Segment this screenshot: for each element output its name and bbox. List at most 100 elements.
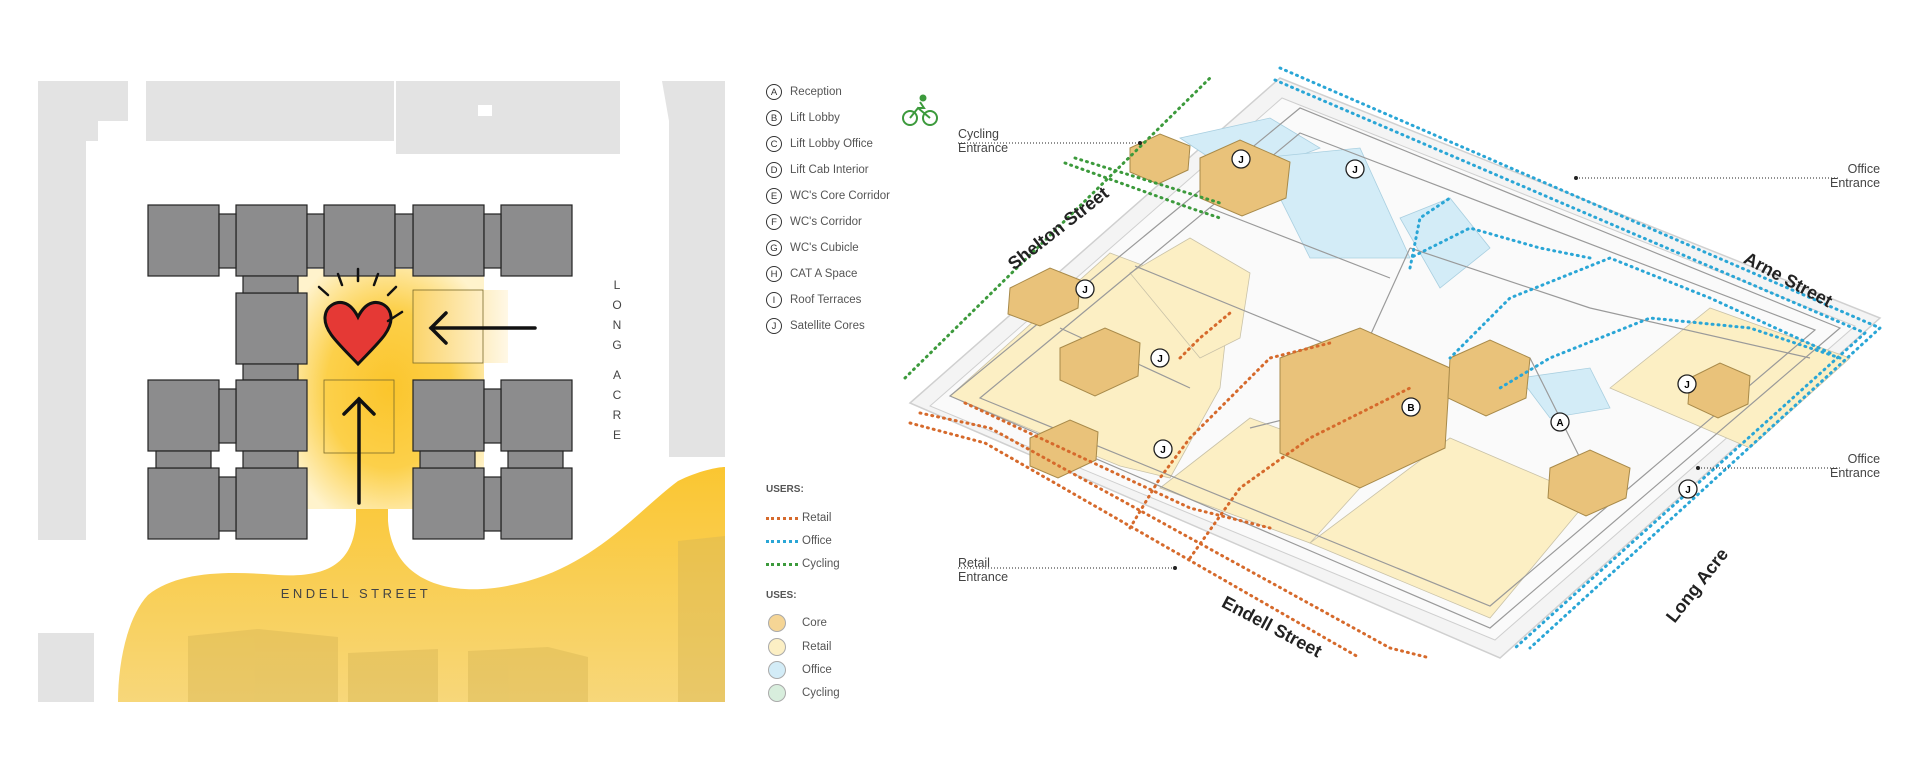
key-item-e: E WC's Core Corridor	[766, 186, 890, 206]
uses-label: Core	[802, 617, 827, 629]
context-buildings	[38, 81, 725, 702]
key-label: Reception	[790, 86, 842, 98]
key-item-b: B Lift Lobby	[766, 108, 840, 128]
office-routes	[1273, 66, 1883, 650]
core-swatch	[768, 614, 786, 632]
bicycle-icon	[902, 94, 938, 126]
key-label: Satellite Cores	[790, 320, 865, 332]
key-label: WC's Core Corridor	[790, 190, 890, 202]
street-shadow-buildings	[188, 536, 725, 702]
marker-j: J	[1678, 479, 1698, 499]
key-item-d: D Lift Cab Interior	[766, 160, 869, 180]
retail-route-swatch	[766, 516, 798, 520]
office-route-swatch	[766, 539, 798, 543]
uses-item-retail: Retail	[766, 636, 831, 658]
marker-j: J	[1153, 439, 1173, 459]
endell-street-area	[118, 451, 725, 702]
key-item-c: C Lift Lobby Office	[766, 134, 873, 154]
marker-j: J	[1677, 374, 1697, 394]
svg-text:A: A	[613, 368, 621, 382]
key-label: Roof Terraces	[790, 294, 862, 306]
key-badge: J	[766, 318, 782, 334]
users-label: Cycling	[802, 558, 840, 570]
uses-item-core: Core	[766, 612, 827, 634]
uses-item-office: Office	[766, 659, 832, 681]
cycling-swatch	[768, 684, 786, 702]
key-badge: H	[766, 266, 782, 282]
core-markers: J J J J J J J B A	[1075, 149, 1698, 499]
svg-text:R: R	[613, 408, 622, 422]
svg-text:J: J	[1082, 285, 1088, 296]
marker-j: J	[1150, 348, 1170, 368]
svg-text:L: L	[614, 278, 621, 292]
users-item-retail: Retail	[766, 510, 831, 526]
marker-a: A	[1550, 412, 1570, 432]
svg-text:G: G	[612, 338, 621, 352]
key-badge: G	[766, 240, 782, 256]
uses-heading: USES:	[766, 590, 797, 601]
endell-street-label: ENDELL STREET	[281, 586, 432, 601]
svg-text:N: N	[613, 318, 622, 332]
key-badge: A	[766, 84, 782, 100]
svg-text:A: A	[1556, 418, 1563, 429]
heart-icon	[317, 267, 404, 367]
key-item-i: I Roof Terraces	[766, 290, 861, 310]
marker-j: J	[1345, 159, 1365, 179]
key-badge: F	[766, 214, 782, 230]
key-item-j: J Satellite Cores	[766, 316, 865, 336]
key-item-h: H CAT A Space	[766, 264, 857, 284]
svg-text:O: O	[612, 298, 621, 312]
retail-swatch	[768, 638, 786, 656]
users-heading: USERS:	[766, 484, 804, 495]
axonometric-plan: J J J J J J J B A	[902, 66, 1883, 660]
marker-j: J	[1075, 279, 1095, 299]
svg-text:J: J	[1238, 155, 1244, 166]
key-label: WC's Cubicle	[790, 242, 859, 254]
cycling-routes	[903, 76, 1222, 380]
svg-text:J: J	[1352, 165, 1358, 176]
users-item-office: Office	[766, 533, 832, 549]
key-badge: E	[766, 188, 782, 204]
key-label: Lift Lobby	[790, 112, 840, 124]
key-label: Lift Lobby Office	[790, 138, 873, 150]
long-acre-label: L O N G A C R E	[612, 278, 621, 442]
uses-label: Retail	[802, 641, 832, 653]
svg-text:E: E	[613, 428, 621, 442]
svg-text:B: B	[1407, 403, 1414, 414]
office-swatch	[768, 661, 786, 679]
key-label: CAT A Space	[790, 268, 858, 280]
key-label: Lift Cab Interior	[790, 164, 869, 176]
key-item-f: F WC's Corridor	[766, 212, 862, 232]
leader-lines	[958, 142, 1840, 569]
key-item-a: A Reception	[766, 82, 842, 102]
core-blocks	[1007, 133, 1751, 517]
users-label: Retail	[802, 512, 832, 524]
approach-arrows	[342, 311, 537, 505]
retail-routes	[908, 311, 1432, 660]
site-plan-diagram: ENDELL STREET L O N G A C R E	[38, 81, 725, 702]
svg-text:J: J	[1684, 380, 1690, 391]
building-blocks	[147, 204, 573, 540]
svg-text:C: C	[613, 388, 622, 402]
key-badge: C	[766, 136, 782, 152]
key-badge: I	[766, 292, 782, 308]
uses-item-cycling: Cycling	[766, 682, 840, 704]
marker-j: J	[1231, 149, 1251, 169]
users-item-cycling: Cycling	[766, 556, 840, 572]
key-badge: D	[766, 162, 782, 178]
users-label: Office	[802, 535, 832, 547]
uses-label: Cycling	[802, 687, 840, 699]
key-label: WC's Corridor	[790, 216, 862, 228]
svg-text:J: J	[1685, 485, 1691, 496]
marker-b: B	[1401, 397, 1421, 417]
uses-label: Office	[802, 664, 832, 676]
key-badge: B	[766, 110, 782, 126]
svg-text:J: J	[1160, 445, 1166, 456]
cycling-route-swatch	[766, 562, 798, 566]
key-item-g: G WC's Cubicle	[766, 238, 859, 258]
svg-text:J: J	[1157, 354, 1163, 365]
